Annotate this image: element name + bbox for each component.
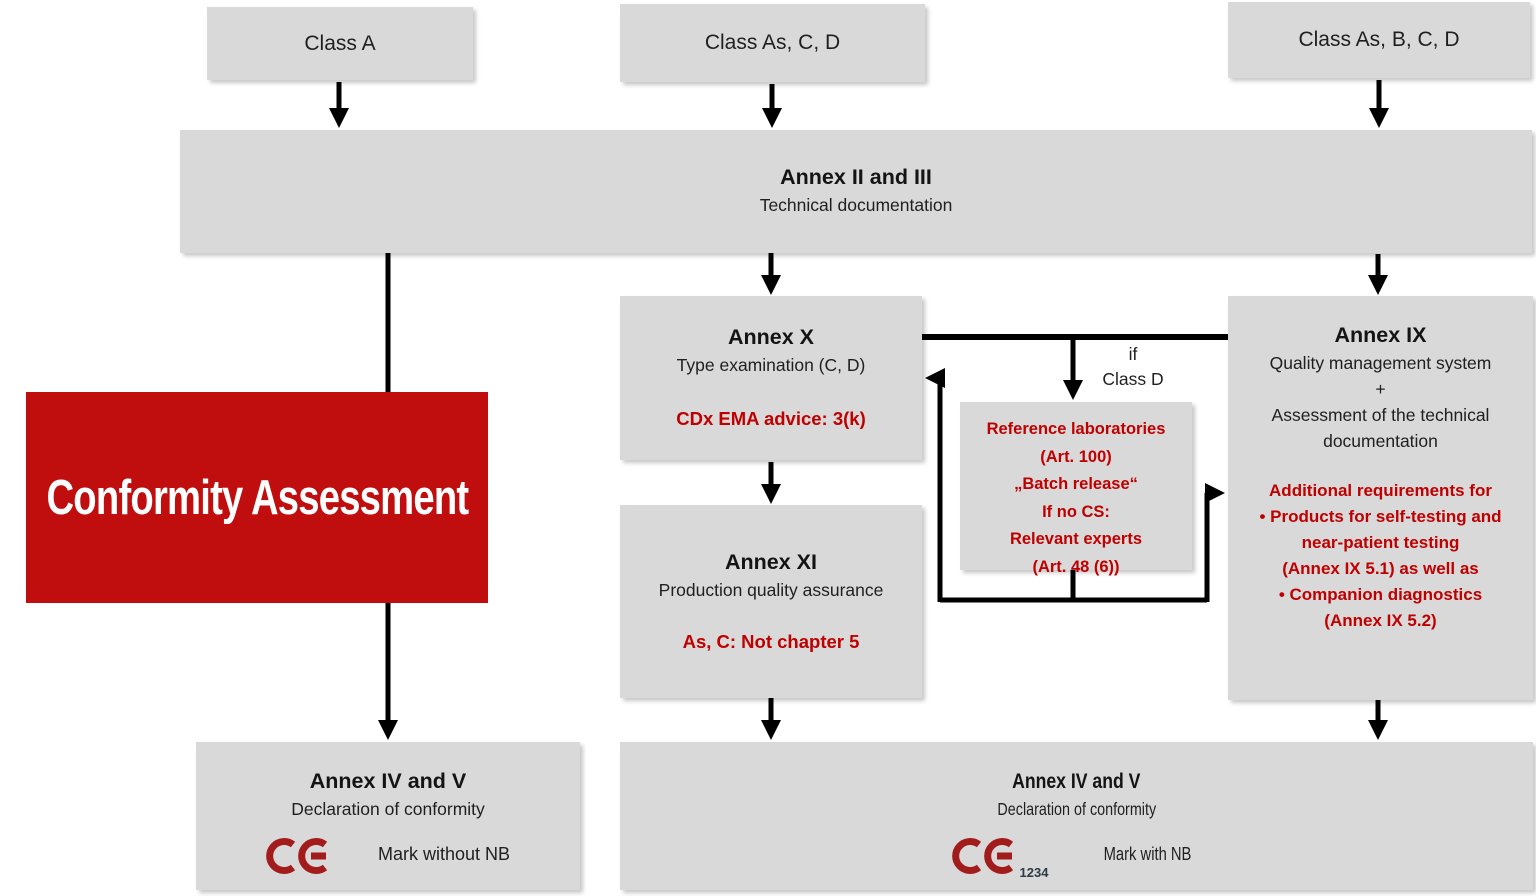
annex-xi-box: Annex XI Production quality assurance As… bbox=[620, 505, 922, 698]
annex-ix-req-line: • Products for self-testing and bbox=[1259, 507, 1502, 526]
annex-ii-iii-box: Annex II and III Technical documentation bbox=[180, 130, 1532, 253]
class-a-label: Class A bbox=[304, 31, 376, 55]
ce-mark-icon bbox=[951, 838, 1013, 874]
mark-with-nb-label: Mark with NB bbox=[1104, 844, 1192, 864]
conformity-assessment-banner: Conformity Assessment bbox=[26, 392, 488, 603]
class-ascd-box: Class As, C, D bbox=[620, 4, 925, 82]
ref-labs-line: „Batch release“ bbox=[1014, 475, 1138, 493]
annex-x-subtitle: Type examination (C, D) bbox=[676, 355, 866, 375]
annex-iv-v-left-subtitle: Declaration of conformity bbox=[291, 799, 485, 819]
annex-ix-box: Annex IX Quality management system + Ass… bbox=[1228, 296, 1533, 700]
annex-ix-req-line: (Annex IX 5.1) as well as bbox=[1282, 559, 1479, 578]
annex-ix-desc-line: Assessment of the technical documentatio… bbox=[1271, 405, 1490, 451]
annex-iv-v-right-title: Annex IV and V bbox=[1012, 769, 1141, 793]
annex-ii-iii-title: Annex II and III bbox=[780, 165, 932, 189]
annex-iv-v-left-box: Annex IV and V Declaration of conformity… bbox=[196, 742, 580, 890]
ref-labs-line: (Art. 48 (6)) bbox=[1032, 557, 1120, 576]
annex-ix-req-line: Additional requirements for bbox=[1269, 481, 1492, 500]
annex-iv-v-left-title: Annex IV and V bbox=[309, 769, 467, 793]
annex-iv-v-right-subtitle: Declaration of conformity bbox=[997, 799, 1156, 819]
if-label-line1: if bbox=[1128, 344, 1138, 364]
notified-body-number: 1234 bbox=[1019, 865, 1049, 880]
class-a-box: Class A bbox=[207, 7, 473, 80]
class-asbcd-label: Class As, B, C, D bbox=[1298, 28, 1460, 51]
class-ascd-label: Class As, C, D bbox=[704, 31, 841, 54]
annex-xi-subtitle: Production quality assurance bbox=[658, 580, 884, 600]
ref-labs-line: If no CS: bbox=[1042, 502, 1110, 521]
annex-x-title: Annex X bbox=[727, 325, 815, 349]
annex-ix-req-line: • Companion diagnostics bbox=[1278, 585, 1483, 604]
mark-without-nb-label: Mark without NB bbox=[377, 844, 511, 864]
ce-mark-icon bbox=[266, 838, 328, 874]
ref-labs-line: Relevant experts bbox=[1009, 530, 1143, 548]
annex-ix-title: Annex IX bbox=[1334, 323, 1427, 347]
reference-laboratories-box: Reference laboratories (Art. 100) „Batch… bbox=[960, 402, 1192, 576]
ref-labs-line: (Art. 100) bbox=[1040, 447, 1112, 466]
annex-iv-v-right-box: Annex IV and V Declaration of conformity… bbox=[620, 742, 1533, 890]
if-class-d-label: if Class D bbox=[1083, 342, 1183, 392]
annex-ii-iii-subtitle: Technical documentation bbox=[759, 195, 953, 215]
annex-ix-desc-line: + bbox=[1375, 379, 1386, 399]
annex-x-box: Annex X Type examination (C, D) CDx EMA … bbox=[620, 296, 922, 460]
annex-xi-title: Annex XI bbox=[725, 550, 817, 574]
conformity-assessment-label: Conformity Assessment bbox=[46, 470, 469, 525]
class-asbcd-box: Class As, B, C, D bbox=[1228, 2, 1530, 78]
annex-xi-note: As, C: Not chapter 5 bbox=[682, 631, 860, 652]
annex-ix-desc-line: Quality management system bbox=[1269, 353, 1492, 373]
if-label-line2: Class D bbox=[1102, 369, 1164, 389]
annex-ix-req-line: near-patient testing bbox=[1301, 533, 1460, 552]
annex-x-note: CDx EMA advice: 3(k) bbox=[676, 408, 866, 429]
annex-ix-req-line: (Annex IX 5.2) bbox=[1324, 611, 1437, 630]
ref-labs-line: Reference laboratories bbox=[986, 420, 1166, 438]
